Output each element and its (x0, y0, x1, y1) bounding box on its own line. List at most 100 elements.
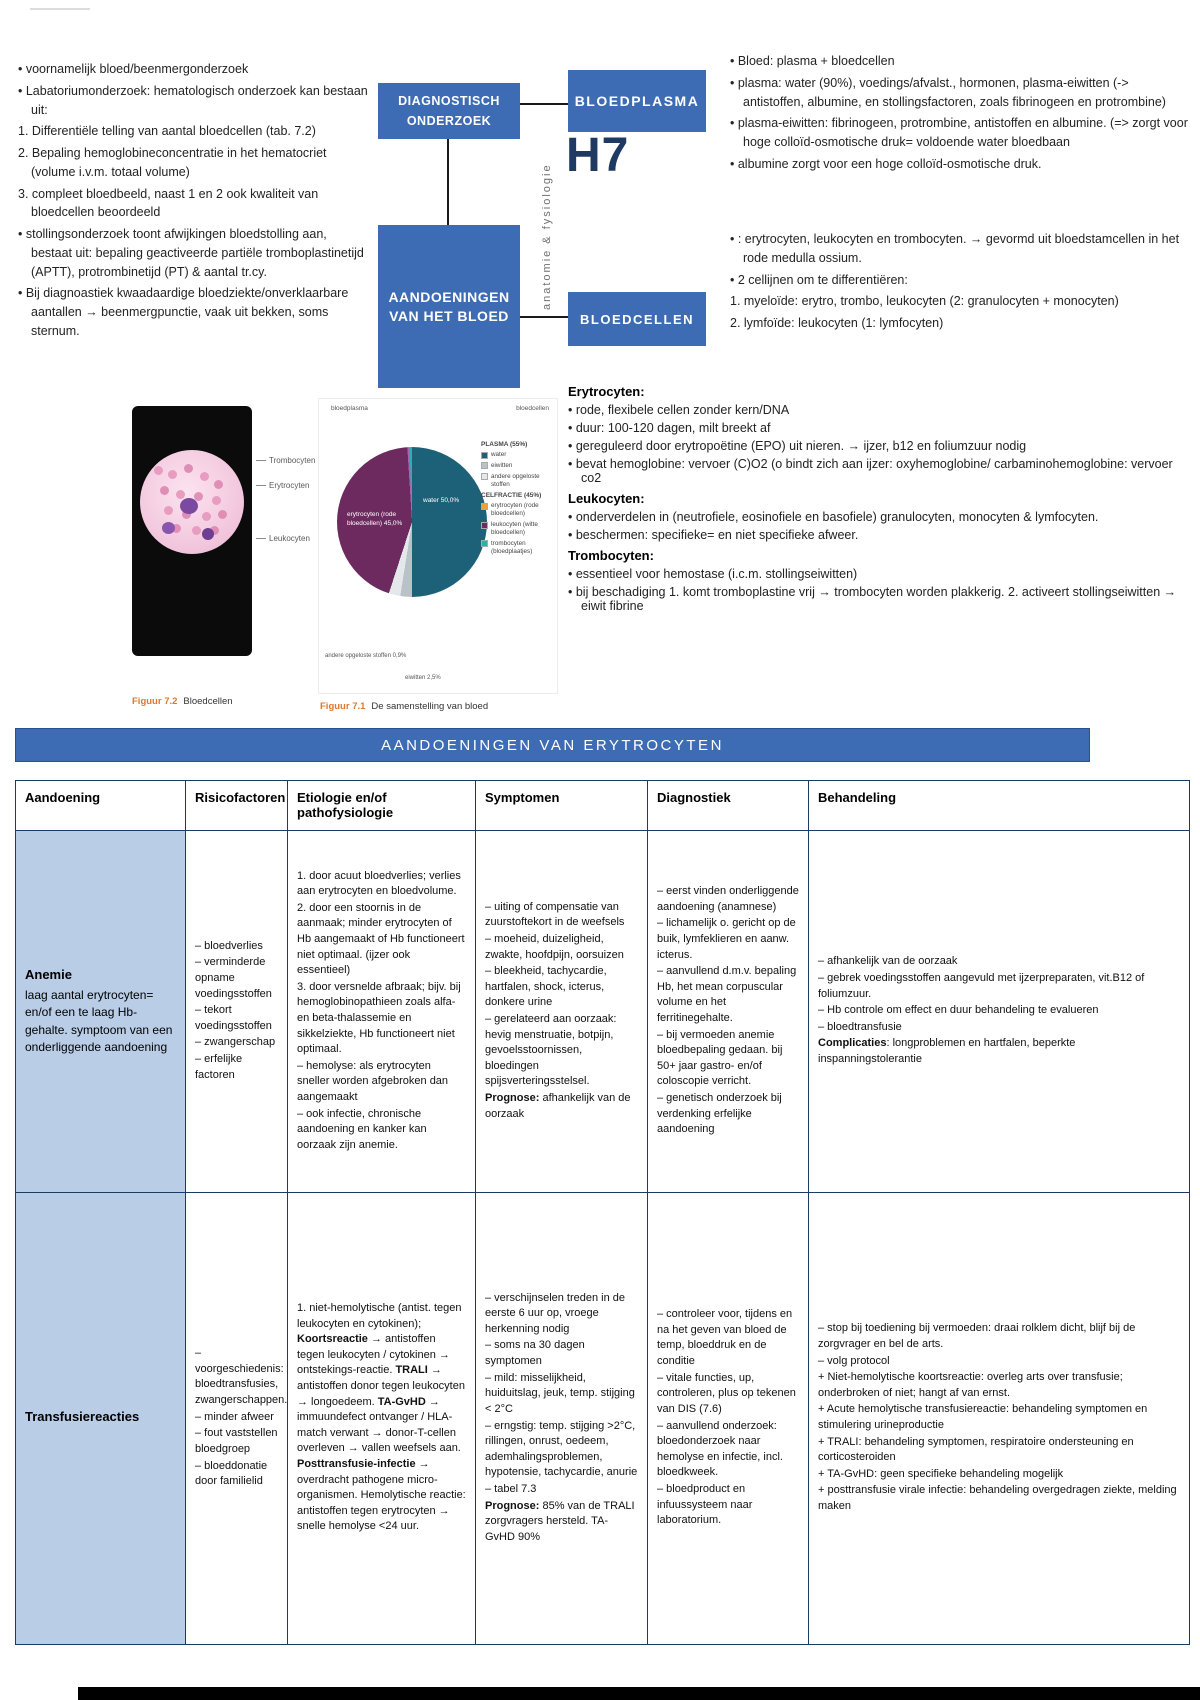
cell-line: – aanvullend d.m.v. bepaling Hb, het mea… (657, 965, 797, 1024)
pie-slice-label: water 50,0% (423, 497, 460, 504)
cell-symptomen: – uiting of compensatie van zuurstofteko… (476, 831, 648, 1193)
header-diagnostiek: Diagnostiek (648, 781, 809, 831)
cell-line: – volg protocol (818, 1354, 890, 1367)
cell-line: – zwangerschap (195, 1036, 276, 1049)
cell-line: Prognose: 85% van de TRALI zorgvragers h… (485, 1499, 635, 1543)
cell-line: – Hb controle om effect en duur behandel… (818, 1004, 1099, 1017)
legend-item: trombocyten (bloedplaatjes) (481, 540, 555, 556)
cell-line: – aanvullend onderzoek: bloedonderzoek n… (657, 1419, 783, 1479)
cell-line: – controleer voor, tijdens en na het gev… (657, 1308, 793, 1368)
legend-item: leukocyten (witte bloedcellen) (481, 521, 555, 537)
pointer-line (256, 538, 266, 539)
cell-line: – uiting of compensatie van zuurstofteko… (485, 900, 625, 929)
legend-swatch (481, 451, 488, 459)
cell-risicofactoren: – bloedverlies – verminderde opname voedi… (186, 831, 288, 1193)
caption-text: Bloedcellen (183, 696, 233, 707)
disease-description: laag aantal erytrocyten= en/of een te la… (25, 987, 173, 1055)
cell-line: – bloedverlies (195, 939, 263, 952)
note-line: 1. Differentiële telling van aantal bloe… (18, 124, 316, 139)
legend-swatch (481, 502, 488, 510)
leukocyt-blob (180, 498, 198, 514)
header-etiologie: Etiologie en/of pathofysiologie (288, 781, 476, 831)
erytrocyten-dots (154, 466, 163, 475)
header-symptomen: Symptomen (476, 781, 648, 831)
note-line: 3. compleet bloedbeeld, naast 1 en 2 ook… (18, 186, 319, 220)
header-behandeling: Behandeling (809, 781, 1190, 831)
connector-line (520, 103, 568, 105)
cell-line: – eerst vinden onderliggende aandoening … (657, 885, 799, 913)
legend-swatch (481, 521, 488, 529)
blood-cell-sections: Erytrocyten: • rode, flexibele cellen zo… (568, 378, 1190, 617)
cell-symptomen: – verschijnselen treden in de eerste 6 u… (476, 1193, 648, 1645)
cell-line: – mild: misselijkheid, huiduitslag, jeuk… (485, 1371, 635, 1415)
cell-aandoening: Transfusiereacties (16, 1193, 186, 1645)
cell-line: – bij vermoeden anemie bloedbepaling ged… (657, 1028, 783, 1088)
cell-line: 1. niet-hemolytische (antist. tegen leuk… (297, 1301, 466, 1533)
note-line: 2. lymfoïde: leukocyten (1: lymfocyten) (730, 316, 944, 330)
section-items: • onderverdelen in (neutrofiele, eosinof… (568, 510, 1190, 542)
cell-line: – bloeddonatie door familielid (195, 1459, 268, 1488)
microscopy-image (132, 406, 252, 656)
note-line: • duur: 100-120 dagen, milt breekt af (568, 421, 771, 435)
cell-line: Prognose: afhankelijk van de oorzaak (485, 1092, 631, 1120)
leukocyt-blob (202, 528, 214, 540)
section-erytrocyten: Erytrocyten: • rode, flexibele cellen zo… (568, 384, 1190, 485)
cell-line: Complicaties: longproblemen en hartfalen… (818, 1037, 1076, 1066)
cell-line: – erngstig: temp. stijging >2°C, rilling… (485, 1419, 638, 1479)
figure-samenstelling-bloed: bloedplasma bloedcellen erytrocyten (rod… (318, 398, 558, 728)
cell-line: + TA-GvHD: geen specifieke behandeling m… (818, 1467, 1064, 1480)
legend-label: trombocyten (bloedplaatjes) (491, 539, 533, 555)
note-line: • Bij diagnoastiek kwaadaardige bloedzie… (18, 286, 349, 338)
box-aandoeningen-van-het-bloed: AANDOENINGEN VAN HET BLOED (378, 225, 520, 388)
connector-line (447, 139, 449, 225)
note-line: 2. Bepaling hemoglobineconcentratie in h… (18, 146, 327, 179)
cell-line: – verminderde opname voedingsstoffen (195, 956, 272, 1000)
cell-line: – lichamelijk o. gericht op de buik, lym… (657, 917, 796, 961)
cell-line: 1. door acuut bloedverlies; verlies aan … (297, 869, 461, 898)
cell-line: + TRALI: behandeling symptomen, respirat… (818, 1435, 1134, 1464)
label-trombocyten: Trombocyten (256, 456, 318, 465)
diagnostic-notes-list: • voornamelijk bloed/beenmergonderzoek• … (18, 60, 368, 344)
cell-line: – gerelateerd aan oorzaak: hevig menstru… (485, 1013, 617, 1088)
note-line: • rode, flexibele cellen zonder kern/DNA (568, 403, 790, 417)
section-leukocyten: Leukocyten: • onderverdelen in (neutrofi… (568, 491, 1190, 542)
cell-line: – minder afweer (195, 1410, 274, 1423)
disease-name: Anemie (25, 967, 72, 983)
note-line: • gereguleerd door erytropoëtine (EPO) u… (568, 439, 1027, 453)
top-label-bloedplasma: bloedplasma (331, 405, 368, 412)
erytrocyten-aandoeningen-table: Aandoening Risicofactoren Etiologie en/o… (15, 780, 1190, 1645)
legend-label: andere opgeloste stoffen (491, 472, 540, 488)
label-text: Leukocyten (269, 534, 310, 543)
legend-item: eiwitten (481, 462, 555, 470)
pointer-line (256, 485, 266, 486)
note-line: • : erytrocyten, leukocyten en trombocyt… (730, 232, 1180, 265)
legend-label: leukocyten (witte bloedcellen) (491, 521, 538, 537)
legend-item: water (481, 451, 555, 459)
cell-line: – bleekheid, tachycardie, hartfalen, sho… (485, 965, 607, 1009)
cell-line: – afhankelijk van de oorzaak (818, 955, 958, 968)
pie-chart-panel: bloedplasma bloedcellen erytrocyten (rod… (318, 398, 558, 694)
box-diagnostisch-onderzoek: DIAGNOSTISCH ONDERZOEK (378, 83, 520, 139)
label-text: Trombocyten (269, 456, 316, 465)
cell-line: + Niet-hemolytische koortsreactie: overl… (818, 1371, 1123, 1399)
cell-line: – genetisch onderzoek bij verdenking erf… (657, 1092, 782, 1136)
bloedplasma-notes-list: • Bloed: plasma + bloedcellen• plasma: w… (730, 52, 1188, 177)
cell-line: – hemolyse: als erytrocyten sneller word… (297, 1059, 449, 1104)
cell-risicofactoren: – voorgeschiedenis: bloedtransfusies, zw… (186, 1193, 288, 1645)
header-risicofactoren: Risicofactoren (186, 781, 288, 831)
figure-bloedcellen: Trombocyten Erytrocyten Leukocyten Figuu… (128, 400, 318, 720)
bottom-page-bar (78, 1687, 1200, 1700)
legend-swatch (481, 462, 488, 470)
cell-line: + Acute hemolytische transfusiereactie: … (818, 1403, 1148, 1431)
section-items: • essentieel voor hemostase (i.c.m. stol… (568, 567, 1190, 613)
chart-top-labels: bloedplasma bloedcellen (331, 405, 549, 412)
cell-line: – voorgeschiedenis: bloedtransfusies, zw… (195, 1347, 288, 1407)
cell-line: – tekort voedingsstoffen (195, 1004, 272, 1032)
note-line: • stollingsonderzoek toont afwijkingen b… (18, 227, 364, 279)
caption-text: De samenstelling van bloed (371, 701, 489, 712)
pie-slice-label: erytrocyten (rode bloedcellen) 45,0% (347, 511, 403, 527)
cell-line: – tabel 7.3 (485, 1482, 537, 1495)
cell-line: – ook infectie, chronische aandoening en… (297, 1107, 427, 1151)
pie-annotation: andere opgeloste stoffen 0,9% (325, 653, 407, 659)
